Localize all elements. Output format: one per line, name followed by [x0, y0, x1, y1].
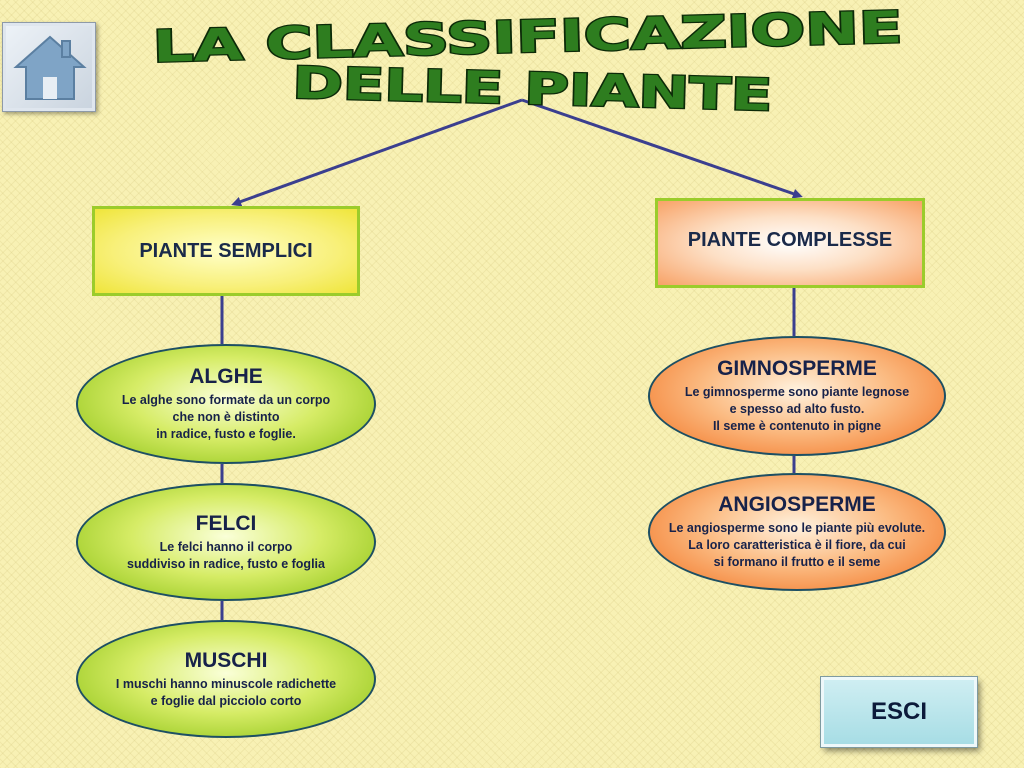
exit-button[interactable]: ESCI — [821, 677, 977, 747]
node-alghe-title: ALGHE — [189, 365, 263, 388]
node-angiosperme-title: ANGIOSPERME — [718, 493, 876, 516]
node-felci: FELCI Le felci hanno il corpo suddiviso … — [76, 483, 376, 601]
node-muschi: MUSCHI I muschi hanno minuscole radichet… — [76, 620, 376, 738]
node-felci-title: FELCI — [195, 511, 257, 535]
home-icon — [13, 35, 87, 100]
category-simple-plants: PIANTE SEMPLICI — [92, 206, 360, 296]
node-muschi-desc: I muschi hanno minuscole radichette e fo… — [115, 676, 337, 708]
node-angiosperme-desc: Le angiosperme sono le piante più evolut… — [668, 521, 926, 569]
node-alghe: ALGHE Le alghe sono formate da un corpo … — [76, 344, 376, 464]
node-felci-desc: Le felci hanno il corpo suddiviso in rad… — [127, 539, 325, 571]
category-simple-label: PIANTE SEMPLICI — [139, 239, 313, 262]
node-muschi-title: MUSCHI — [184, 648, 268, 672]
home-button[interactable] — [2, 22, 96, 112]
node-gimnosperme-desc: Le gimnosperme sono piante legnose e spe… — [684, 385, 910, 433]
node-gimnosperme: GIMNOSPERME Le gimnosperme sono piante l… — [648, 336, 946, 456]
category-complex-label: PIANTE COMPLESSE — [687, 228, 893, 251]
title-line-1: LA CLASSIFICAZIONE — [152, 2, 903, 73]
node-alghe-desc: Le alghe sono formate da un corpo che no… — [121, 393, 331, 441]
page-title: LA CLASSIFICAZIONE DELLE PIANTE — [151, 1, 905, 120]
title-line-2: DELLE PIANTE — [292, 58, 773, 120]
node-angiosperme: ANGIOSPERME Le angiosperme sono le piant… — [648, 473, 946, 591]
exit-button-label: ESCI — [870, 698, 927, 725]
category-complex-plants: PIANTE COMPLESSE — [655, 198, 925, 288]
node-gimnosperme-title: GIMNOSPERME — [717, 357, 877, 380]
